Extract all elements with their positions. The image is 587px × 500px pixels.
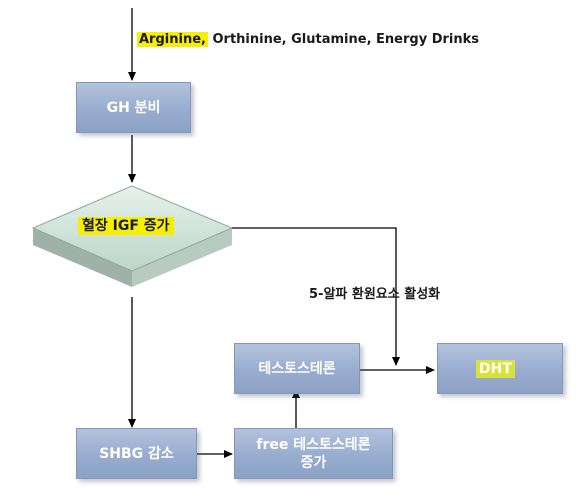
gh-secretion-label: GH 분비 bbox=[106, 99, 161, 116]
free-testosterone-box: free 테스토스테론 증가 bbox=[234, 428, 393, 479]
free-testosterone-label-line2: 증가 bbox=[300, 454, 327, 471]
five-alpha-reductase-text: 5-알파 환원요소 활성화 bbox=[309, 287, 441, 302]
dht-label: DHT bbox=[476, 359, 515, 378]
input-substances-label: Arginine, Orthinine, Glutamine, Energy D… bbox=[137, 32, 479, 47]
diamond-bottom-face bbox=[132, 228, 232, 287]
gh-secretion-box: GH 분비 bbox=[76, 82, 191, 133]
other-substances: Orthinine, Glutamine, Energy Drinks bbox=[207, 32, 480, 47]
five-alpha-reductase-label: 5-알파 환원요소 활성화 bbox=[309, 283, 440, 302]
arrow-igf-to-conversion bbox=[232, 227, 400, 366]
free-testosterone-label-line1: free 테스토스테론 bbox=[256, 436, 371, 453]
testosterone-label: 테스토스테론 bbox=[258, 360, 336, 377]
diamond-bottom-face bbox=[33, 228, 132, 287]
igf-increase-label: 혈장 IGF 증가 bbox=[78, 215, 174, 235]
shbg-decrease-box: SHBG 감소 bbox=[76, 428, 197, 479]
igf-increase-text: 혈장 IGF 증가 bbox=[78, 217, 174, 235]
testosterone-box: 테스토스테론 bbox=[234, 343, 360, 394]
shbg-decrease-label: SHBG 감소 bbox=[99, 445, 174, 462]
highlighted-substance: Arginine, bbox=[137, 32, 208, 47]
dht-box: DHT bbox=[437, 343, 563, 394]
